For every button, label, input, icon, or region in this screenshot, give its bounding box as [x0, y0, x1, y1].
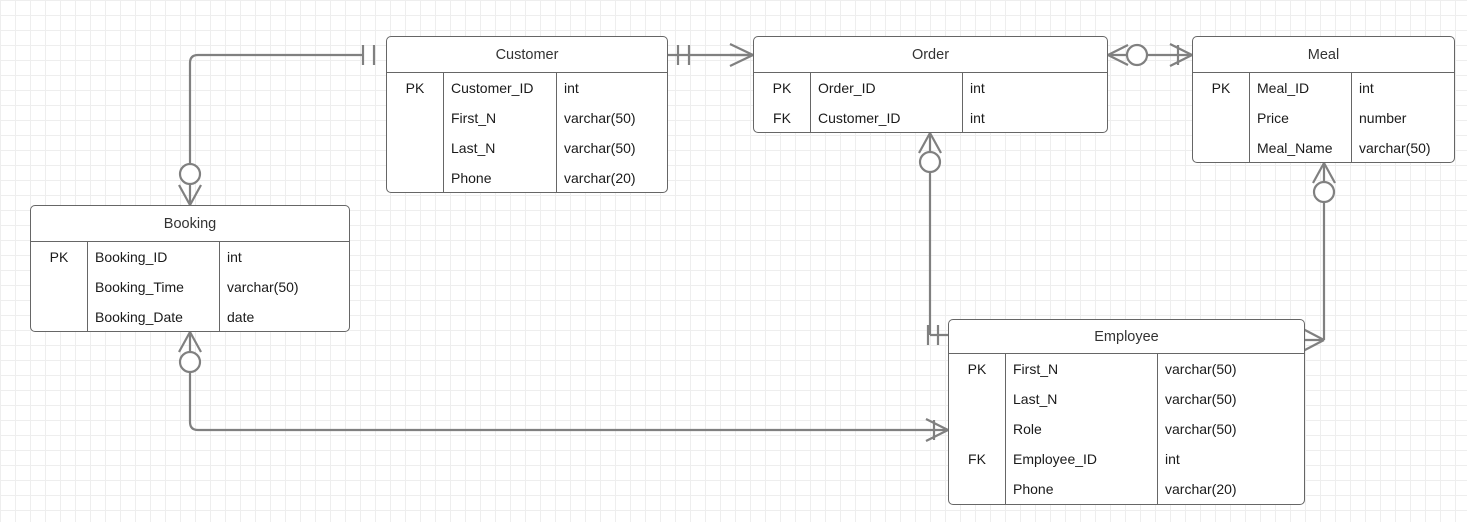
entity-booking-title: Booking: [31, 206, 349, 242]
entity-employee-title: Employee: [949, 320, 1304, 354]
attr-key: [31, 302, 88, 331]
attr-name: Employee_ID: [1006, 444, 1158, 474]
attr-name: Booking_ID: [88, 242, 220, 272]
table-row[interactable]: Phone varchar(20): [949, 474, 1304, 504]
attr-key: PK: [949, 354, 1006, 384]
table-row[interactable]: Price number: [1193, 103, 1454, 133]
entity-booking[interactable]: Booking PK Booking_ID int Booking_Time v…: [30, 205, 350, 332]
attr-key: PK: [1193, 73, 1250, 103]
attr-type: varchar(20): [1165, 481, 1237, 497]
marker-booking-zero-or-many-bottom: [178, 331, 202, 374]
marker-order-crowsfoot: [729, 43, 754, 67]
marker-order-meal-zero-or-many: [1107, 43, 1149, 67]
attr-type: int: [1165, 451, 1180, 467]
attr-name: Last_N: [1006, 384, 1158, 414]
table-row[interactable]: PK First_N varchar(50): [949, 354, 1304, 384]
attr-name: Order_ID: [811, 73, 963, 103]
attr-name: Role: [1006, 414, 1158, 444]
attr-type: date: [227, 309, 255, 325]
entity-meal[interactable]: Meal PK Meal_ID int Price number Meal_Na…: [1192, 36, 1455, 163]
attr-key: FK: [754, 103, 811, 132]
entity-meal-attributes: PK Meal_ID int Price number Meal_Name va…: [1193, 73, 1454, 162]
attr-type: int: [227, 249, 242, 265]
attr-type: int: [970, 80, 985, 96]
entity-order-title: Order: [754, 37, 1107, 73]
entity-order[interactable]: Order PK Order_ID int FK Customer_ID int: [753, 36, 1108, 133]
entity-employee[interactable]: Employee PK First_N varchar(50) Last_N v…: [948, 319, 1305, 505]
table-row[interactable]: PK Order_ID int: [754, 73, 1107, 103]
table-row[interactable]: Booking_Time varchar(50): [31, 272, 349, 302]
marker-meal-one-or-many: [1169, 43, 1193, 67]
attr-type: varchar(50): [1165, 361, 1237, 377]
entity-order-attributes: PK Order_ID int FK Customer_ID int: [754, 73, 1107, 132]
attr-type: varchar(50): [1359, 140, 1431, 156]
attr-type: varchar(20): [564, 170, 636, 186]
attr-type: number: [1359, 110, 1407, 126]
attr-key: PK: [387, 73, 444, 103]
attr-name: Phone: [444, 163, 557, 192]
edge-customer-booking: [188, 53, 363, 165]
attr-key: PK: [754, 73, 811, 103]
table-row[interactable]: PK Booking_ID int: [31, 242, 349, 272]
table-row[interactable]: PK Meal_ID int: [1193, 73, 1454, 103]
attr-name: Meal_ID: [1250, 73, 1352, 103]
attr-key: [387, 163, 444, 192]
attr-name: Price: [1250, 103, 1352, 133]
table-row[interactable]: Last_N varchar(50): [387, 133, 667, 163]
attr-name: Customer_ID: [811, 103, 963, 132]
attr-type: int: [970, 110, 985, 126]
attr-name: Last_N: [444, 133, 557, 163]
edge-booking-employee: [188, 372, 948, 432]
attr-key: [387, 103, 444, 133]
entity-meal-title: Meal: [1193, 37, 1454, 73]
attr-key: [31, 272, 88, 302]
attr-type: varchar(50): [227, 279, 299, 295]
table-row[interactable]: FK Customer_ID int: [754, 103, 1107, 132]
attr-key: [387, 133, 444, 163]
table-row[interactable]: First_N varchar(50): [387, 103, 667, 133]
table-row[interactable]: Phone varchar(20): [387, 163, 667, 192]
marker-customer-order-one-and-only-one: [361, 45, 376, 65]
attr-name: Booking_Date: [88, 302, 220, 331]
table-row[interactable]: Booking_Date date: [31, 302, 349, 331]
marker-meal-zero-or-many-bottom: [1312, 162, 1336, 204]
attr-name: Customer_ID: [444, 73, 557, 103]
marker-employee-one-and-only-one-top: [926, 325, 948, 345]
attr-name: First_N: [1006, 354, 1158, 384]
attr-name: Meal_Name: [1250, 133, 1352, 162]
attr-key: [949, 384, 1006, 414]
entity-customer-title: Customer: [387, 37, 667, 73]
attr-key: [1193, 133, 1250, 162]
table-row[interactable]: Meal_Name varchar(50): [1193, 133, 1454, 162]
attr-name: Phone: [1006, 474, 1158, 504]
attr-key: [949, 474, 1006, 504]
entity-booking-attributes: PK Booking_ID int Booking_Time varchar(5…: [31, 242, 349, 331]
table-row[interactable]: FK Employee_ID int: [949, 444, 1304, 474]
attr-type: varchar(50): [564, 110, 636, 126]
attr-key: PK: [31, 242, 88, 272]
marker-employee-many-right: [1302, 328, 1325, 352]
table-row[interactable]: Role varchar(50): [949, 414, 1304, 444]
marker-employee-one-or-many-left: [925, 418, 949, 442]
attr-type: int: [1359, 80, 1374, 96]
attr-type: varchar(50): [1165, 421, 1237, 437]
attr-type: varchar(50): [1165, 391, 1237, 407]
marker-customer-right-one-and-only-one: [676, 45, 691, 65]
table-row[interactable]: PK Customer_ID int: [387, 73, 667, 103]
marker-booking-zero-or-many-top: [178, 162, 202, 206]
entity-customer[interactable]: Customer PK Customer_ID int First_N varc…: [386, 36, 668, 193]
attr-key: [1193, 103, 1250, 133]
attr-name: First_N: [444, 103, 557, 133]
attr-type: int: [564, 80, 579, 96]
table-row[interactable]: Last_N varchar(50): [949, 384, 1304, 414]
entity-customer-attributes: PK Customer_ID int First_N varchar(50) L…: [387, 73, 667, 192]
entity-employee-attributes: PK First_N varchar(50) Last_N varchar(50…: [949, 354, 1304, 504]
attr-name: Booking_Time: [88, 272, 220, 302]
marker-order-zero-or-many-bottom: [918, 132, 942, 174]
attr-key: [949, 414, 1006, 444]
attr-type: varchar(50): [564, 140, 636, 156]
attr-key: FK: [949, 444, 1006, 474]
